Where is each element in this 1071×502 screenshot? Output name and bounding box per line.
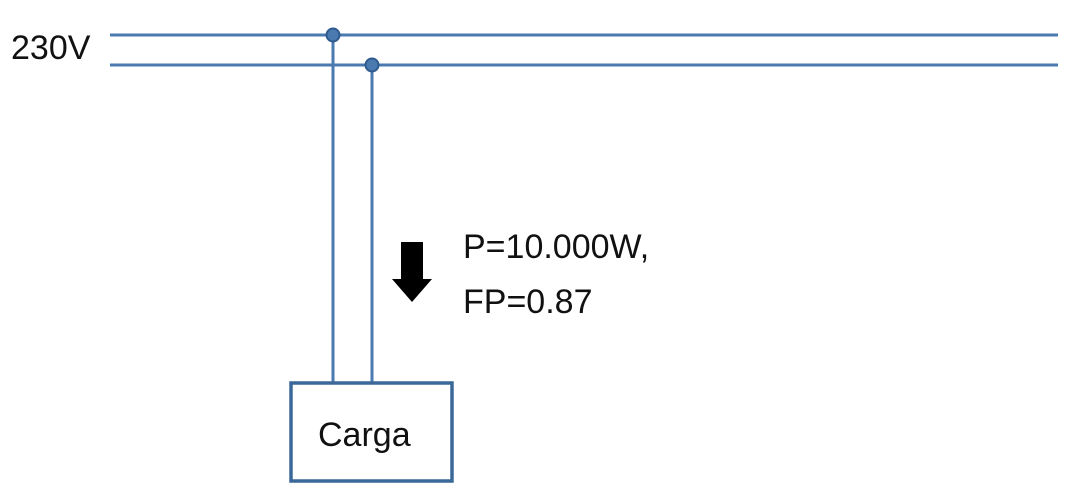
load-label: Carga [318, 416, 411, 454]
down-arrow-icon [392, 242, 432, 302]
power-factor-label: FP=0.87 [463, 283, 592, 321]
power-label: P=10.000W, [463, 228, 649, 266]
voltage-label: 230V [11, 29, 91, 67]
load-box [289, 381, 454, 483]
junction-node-top [325, 27, 341, 43]
junction-node-bottom [364, 57, 380, 73]
